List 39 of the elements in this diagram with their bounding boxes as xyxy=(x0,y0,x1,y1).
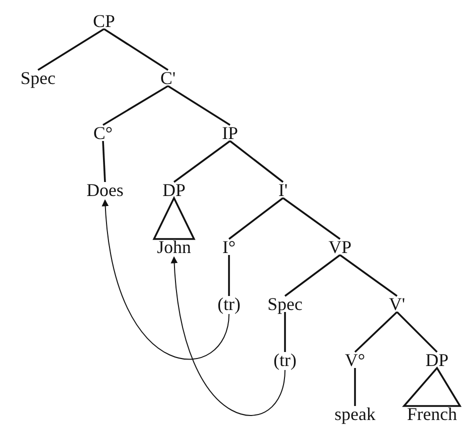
tree-node-label: John xyxy=(156,237,192,257)
tree-node-label: VP xyxy=(328,237,352,257)
tree-node-label: DP xyxy=(424,350,450,370)
tree-branch xyxy=(339,254,398,297)
tree-node-label: V' xyxy=(388,294,406,314)
tree-node-label: Does xyxy=(86,180,124,200)
tree-branch xyxy=(168,85,230,126)
tree-node-label: IP xyxy=(221,123,239,143)
tree-branch xyxy=(282,197,341,240)
tree-node-label: C° xyxy=(92,123,114,143)
tree-branch xyxy=(354,311,398,353)
triangle-branch xyxy=(402,366,462,407)
movement-arrow xyxy=(171,256,286,416)
tree-node-label: I° xyxy=(221,237,237,257)
tree-node-label: DP xyxy=(162,180,186,200)
tree-branch xyxy=(228,197,284,240)
tree-node-label: C' xyxy=(159,68,177,88)
tree-branch xyxy=(284,312,286,352)
tree-branch xyxy=(396,311,438,353)
tree-branch xyxy=(354,368,356,406)
tree-node-label: V° xyxy=(344,350,366,370)
tree-branch xyxy=(102,140,106,182)
tree-branch xyxy=(102,85,168,126)
movement-arrow xyxy=(102,199,230,360)
tree-node-label: (tr) xyxy=(272,350,298,370)
tree-node-label: French xyxy=(406,404,458,424)
tree-branch xyxy=(229,140,284,183)
tree-node-label: Spec xyxy=(266,294,304,314)
tree-branch xyxy=(284,254,341,297)
tree-branch xyxy=(104,28,168,71)
tree-branch xyxy=(173,140,231,183)
triangle-branch xyxy=(152,196,196,240)
tree-branch xyxy=(228,255,230,296)
tree-node-label: I' xyxy=(277,180,289,200)
tree-node-label: CP xyxy=(92,11,116,31)
tree-node-label: (tr) xyxy=(216,294,242,314)
tree-node-label: speak xyxy=(334,404,376,424)
tree-branch xyxy=(38,28,104,71)
tree-node-label: Spec xyxy=(20,68,56,88)
